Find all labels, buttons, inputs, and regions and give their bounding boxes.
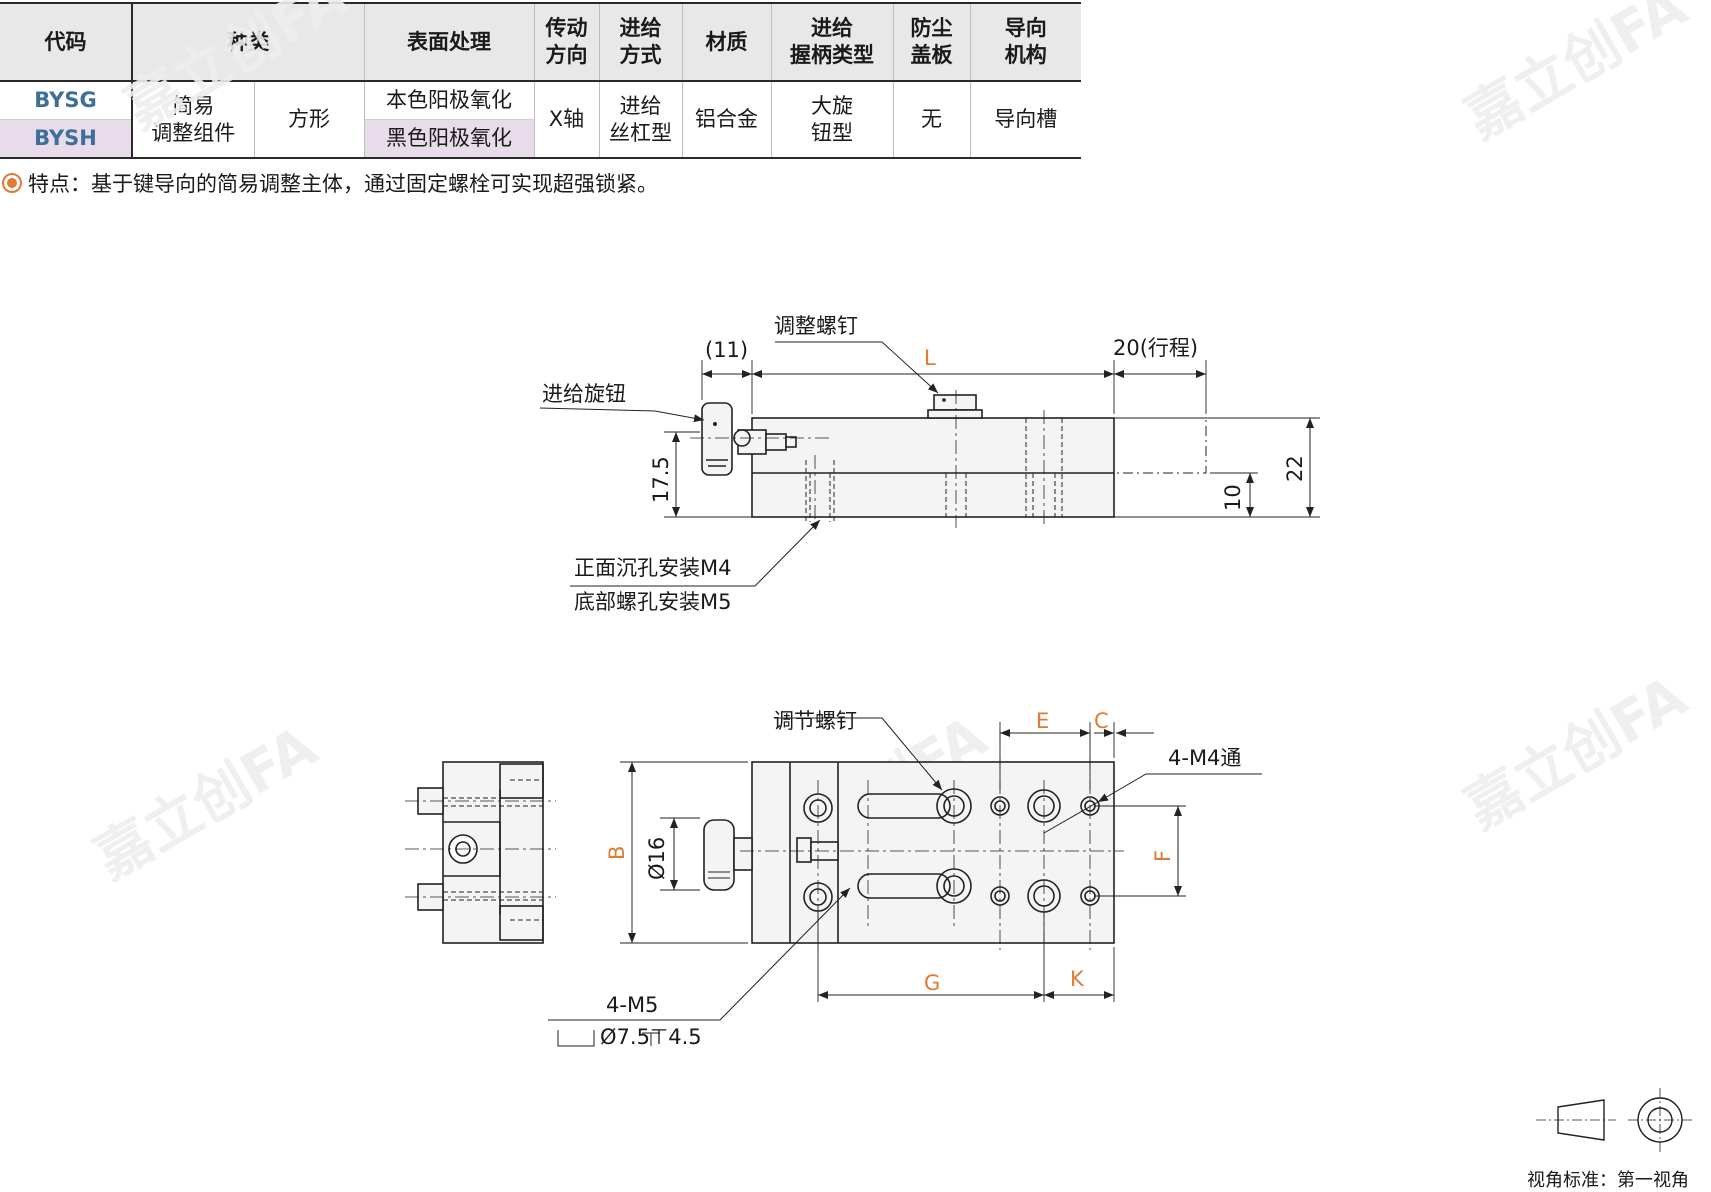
plan-view <box>548 717 1262 1047</box>
label-dim-d16: Ø16 <box>645 837 669 880</box>
header-guide: 导向机构 <box>970 3 1081 81</box>
svg-text:嘉立创FA: 嘉立创FA <box>115 0 359 142</box>
table-row: BYSH 黑色阳极氧化 <box>0 119 1081 158</box>
label-dim-c: C <box>1094 709 1109 733</box>
drive-dir-cell: X轴 <box>534 81 600 158</box>
label-4m5: 4-M5 <box>606 993 658 1017</box>
material-cell: 铝合金 <box>682 81 772 158</box>
header-feed-handle: 进给握柄类型 <box>771 3 894 81</box>
label-dim-l: L <box>924 346 936 370</box>
header-code: 代码 <box>0 3 133 81</box>
label-dim-10: 10 <box>1221 484 1245 511</box>
leader-adjusting-screw <box>775 717 943 791</box>
label-dim-f: F <box>1151 850 1175 862</box>
label-dim-e: E <box>1036 709 1049 733</box>
svg-text:嘉立创FA: 嘉立创FA <box>85 714 329 892</box>
label-dim-stroke: 20(行程) <box>1113 336 1198 360</box>
end-view <box>405 761 556 944</box>
label-dim-k: K <box>1070 967 1085 991</box>
screw-head <box>933 394 977 411</box>
view-standard: 视角标准：第一视角 <box>1527 1170 1689 1191</box>
table-row: BYSG 简易调整组件 方形 本色阳极氧化 X轴 进给丝杠型 铝合金 大旋钮型 … <box>0 81 1081 158</box>
label-counterbore: Ø7.5⊤4.5 <box>600 1025 702 1049</box>
dust-cover-cell: 无 <box>893 81 971 158</box>
label-dim-g: G <box>924 971 940 995</box>
leader-mount <box>570 519 821 587</box>
stroke-ghost <box>1113 417 1207 474</box>
label-mount-bottom: 底部螺孔安装M5 <box>574 590 731 614</box>
screw-flange <box>927 409 983 419</box>
header-feed-mode: 进给方式 <box>599 3 683 81</box>
label-dim-17-5: 17.5 <box>649 456 673 503</box>
label-4m4: 4-M4通 <box>1168 746 1241 770</box>
surface-cell: 黑色阳极氧化 <box>364 119 535 158</box>
counterbore-symbol <box>557 1030 595 1047</box>
header-type: 种类 <box>132 3 365 81</box>
code-cell: BYSH <box>0 119 133 158</box>
surface-cell: 本色阳极氧化 <box>364 81 535 120</box>
leader-adjust-screw <box>775 341 939 394</box>
label-feed-knob: 进给旋钮 <box>542 382 626 406</box>
table-header-row: 代码 种类 表面处理 传动方向 进给方式 材质 进给握柄类型 防尘盖板 导向机构 <box>0 3 1081 81</box>
type-shape-cell: 方形 <box>254 81 365 158</box>
feature-note: 特点：基于键导向的简易调整主体，通过固定螺栓可实现超强锁紧。 <box>0 168 658 198</box>
side-view <box>539 341 1320 587</box>
leader-4m4 <box>1097 773 1262 803</box>
label-dim-11: (11) <box>705 338 748 362</box>
label-dim-22: 22 <box>1283 455 1307 482</box>
label-dim-b: B <box>605 846 629 860</box>
leader-feed-knob <box>539 407 705 423</box>
svg-text:嘉立创FA: 嘉立创FA <box>1455 664 1699 842</box>
feed-mode-cell: 进给丝杠型 <box>599 81 683 158</box>
leader-4m5 <box>548 887 851 1021</box>
first-angle-projection-icon <box>1536 1088 1694 1152</box>
label-mount-front: 正面沉孔安装M4 <box>574 556 731 580</box>
feed-handle-cell: 大旋钮型 <box>771 81 894 158</box>
header-dust-cover: 防尘盖板 <box>893 3 971 81</box>
code-cell: BYSG <box>0 81 133 120</box>
header-surface: 表面处理 <box>364 3 535 81</box>
feature-text: 特点：基于键导向的简易调整主体，通过固定螺栓可实现超强锁紧。 <box>28 172 658 196</box>
spec-table: 代码 种类 表面处理 传动方向 进给方式 材质 进给握柄类型 防尘盖板 导向机构… <box>0 2 1081 159</box>
guide-cell: 导向槽 <box>994 107 1058 131</box>
body-outline <box>751 417 1115 518</box>
header-material: 材质 <box>682 3 772 81</box>
label-adjust-screw: 调整螺钉 <box>774 314 858 338</box>
type-main-cell: 简易调整组件 <box>132 81 255 158</box>
header-drive-dir: 传动方向 <box>534 3 600 81</box>
label-adjusting-screw: 调节螺钉 <box>773 709 857 733</box>
feed-knob-body <box>701 402 733 476</box>
bullet-icon <box>2 173 22 193</box>
svg-text:嘉立创FA: 嘉立创FA <box>1455 0 1699 152</box>
